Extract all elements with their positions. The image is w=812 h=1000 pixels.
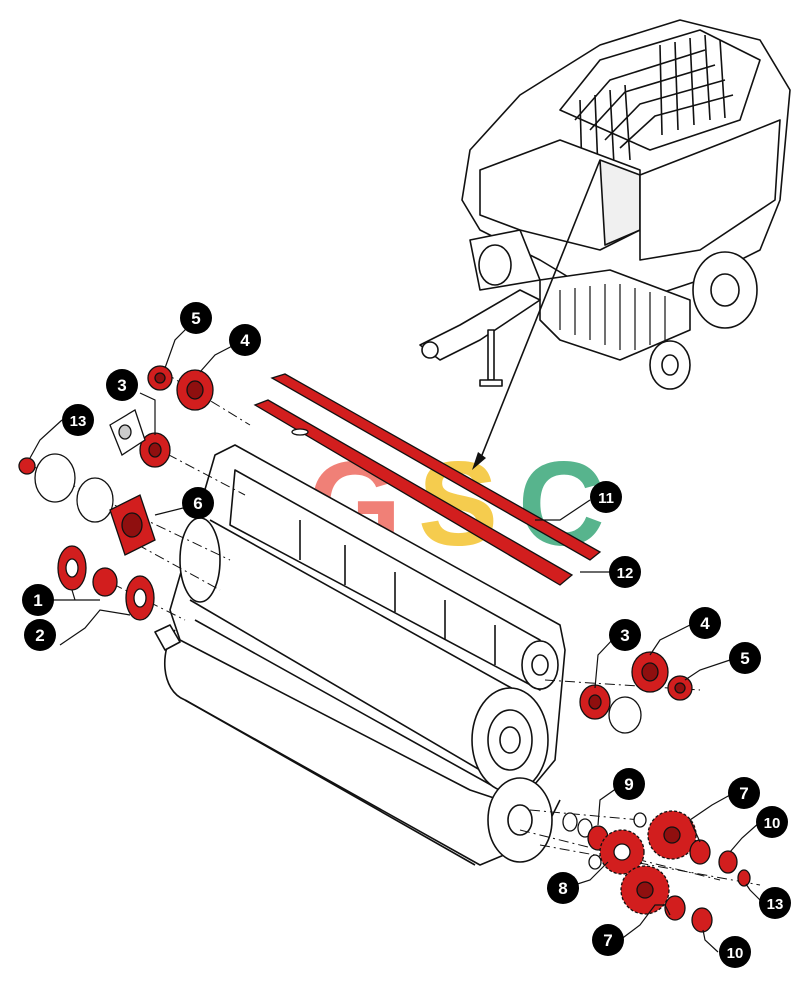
plate-right (608, 696, 642, 734)
callout-3: 3 (609, 619, 641, 651)
left-parts (18, 365, 214, 621)
callout-1: 1 (22, 584, 54, 616)
bushing-13-left (18, 457, 36, 475)
roller-frame-assembly (154, 444, 566, 866)
callout-10: 10 (719, 936, 751, 968)
svg-text:8: 8 (558, 879, 567, 898)
baler-machine (419, 19, 791, 390)
svg-text:5: 5 (191, 309, 200, 328)
callout-badges: 5 4 3 13 6 1 2 11 12 3 4 5 9 7 10 8 13 7… (22, 302, 791, 968)
bushing-10-lower (691, 907, 713, 933)
svg-text:7: 7 (739, 784, 748, 803)
callout-5: 5 (729, 642, 761, 674)
round-plate (34, 453, 76, 503)
callout-3: 3 (106, 369, 138, 401)
svg-text:12: 12 (617, 565, 634, 582)
right-parts (562, 651, 751, 933)
svg-text:13: 13 (767, 896, 784, 913)
svg-text:11: 11 (598, 490, 614, 507)
svg-text:9: 9 (624, 775, 633, 794)
callout-5: 5 (180, 302, 212, 334)
svg-text:10: 10 (727, 945, 744, 962)
scraper-bars (253, 373, 602, 586)
callout-11: 11 (590, 481, 622, 513)
svg-text:13: 13 (70, 413, 87, 430)
bushing-10-upper (718, 850, 738, 874)
callout-7: 7 (728, 777, 760, 809)
svg-text:7: 7 (603, 931, 612, 950)
callout-2: 2 (24, 619, 56, 651)
location-arrow (479, 159, 601, 461)
callout-6: 6 (182, 487, 214, 519)
scraper-bar-upper (270, 373, 602, 561)
svg-text:3: 3 (117, 376, 126, 395)
svg-text:2: 2 (35, 626, 44, 645)
callout-13: 13 (759, 887, 791, 919)
callout-12: 12 (609, 556, 641, 588)
callout-9: 9 (613, 768, 645, 800)
svg-text:10: 10 (764, 815, 781, 832)
svg-text:6: 6 (193, 494, 202, 513)
callout-8: 8 (547, 872, 579, 904)
callout-4: 4 (689, 607, 721, 639)
callout-13: 13 (62, 404, 94, 436)
flange-disc (76, 477, 114, 523)
callout-7: 7 (592, 924, 624, 956)
bearing-insert-2 (92, 567, 118, 597)
svg-text:4: 4 (240, 331, 250, 350)
svg-text:4: 4 (700, 614, 710, 633)
bushing-13-right (737, 869, 751, 887)
scraper-bar-lower (253, 399, 574, 586)
svg-text:3: 3 (620, 626, 629, 645)
callout-4: 4 (229, 324, 261, 356)
svg-text:5: 5 (740, 649, 749, 668)
svg-text:1: 1 (33, 591, 42, 610)
callout-10: 10 (756, 806, 788, 838)
